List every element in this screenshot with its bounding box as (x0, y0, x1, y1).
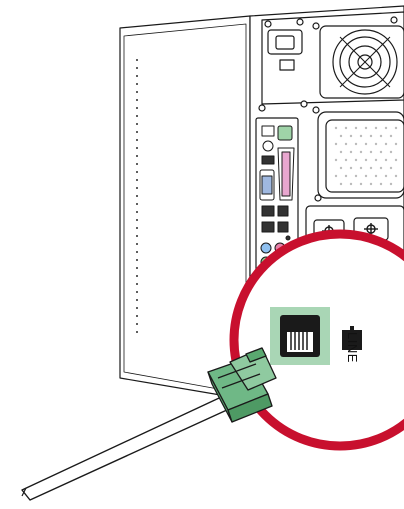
line-port-label: LINE (345, 332, 360, 363)
port-callout (229, 229, 404, 451)
flat-phone-cable-icon (21, 391, 241, 501)
phone-jack-icon (342, 326, 362, 350)
rj11-jack-icon (270, 307, 330, 365)
rj11-plug-icon (207, 347, 277, 423)
